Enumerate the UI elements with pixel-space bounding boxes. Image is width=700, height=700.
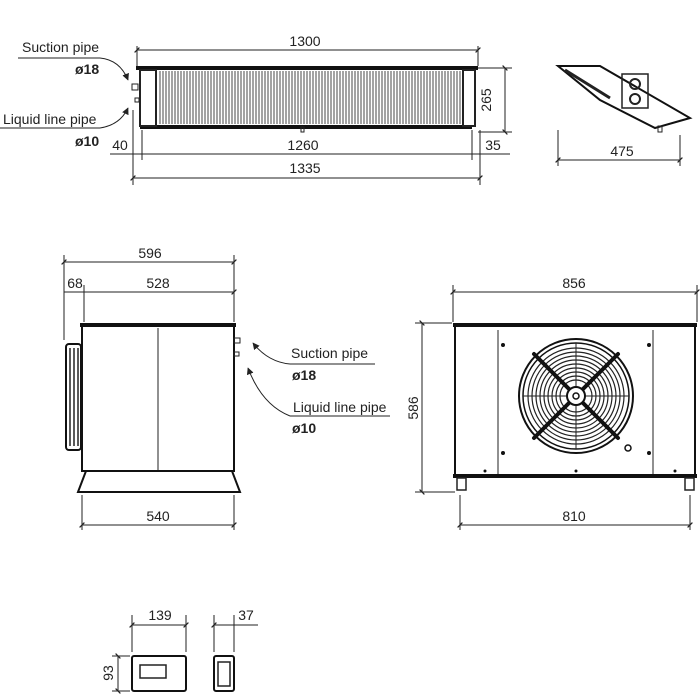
liquid-pipe-stub	[134, 97, 140, 103]
dim-139: 139	[148, 607, 172, 623]
evaporator-side-view: 475	[555, 65, 693, 166]
dim-40: 40	[112, 137, 128, 153]
dim-37: 37	[238, 607, 254, 623]
dim-856: 856	[562, 275, 586, 291]
controller-views: 139 93 37	[100, 607, 258, 694]
dim-810: 810	[562, 508, 586, 524]
suction-pipe-label: Suction pipe	[22, 39, 99, 55]
condensing-unit-side-view: 596 68 528 540 Suction pipe ø18 Liquid l…	[61, 245, 390, 530]
dim-528: 528	[146, 275, 170, 291]
drain	[300, 126, 305, 133]
suction-pipe-diameter-2: ø18	[292, 367, 316, 383]
dim-1335: 1335	[289, 160, 320, 176]
suction-pipe-label-2: Suction pipe	[291, 345, 368, 361]
liquid-line-pipe-diameter-2: ø10	[292, 420, 316, 436]
suction-pipe-diameter: ø18	[75, 61, 99, 77]
controller-display	[139, 664, 167, 679]
dim-1260: 1260	[287, 137, 318, 153]
liquid-connection	[233, 351, 240, 357]
liquid-line-pipe-diameter: ø10	[75, 133, 99, 149]
dim-93: 93	[100, 665, 116, 681]
suction-pipe-stub	[131, 83, 139, 91]
liquid-line-pipe-label: Liquid line pipe	[3, 111, 97, 127]
pipe-connections	[621, 73, 649, 109]
dim-475: 475	[610, 143, 634, 159]
dim-35: 35	[485, 137, 501, 153]
fan-guard	[518, 338, 634, 454]
liquid-line-pipe-label-2: Liquid line pipe	[293, 399, 387, 415]
dim-265: 265	[478, 88, 494, 112]
coil-fins	[158, 71, 462, 124]
dim-586: 586	[405, 396, 421, 420]
dim-596: 596	[138, 245, 162, 261]
fan-hub	[566, 386, 586, 406]
dim-68: 68	[67, 275, 83, 291]
dim-540: 540	[146, 508, 170, 524]
condensing-unit-front-view: 856 586 810	[405, 275, 700, 530]
dim-1300: 1300	[289, 33, 320, 49]
evaporator-front-view: 1300 265 40 1260 35 1335 Suction pipe ø1…	[0, 33, 512, 185]
suction-connection	[233, 337, 241, 344]
